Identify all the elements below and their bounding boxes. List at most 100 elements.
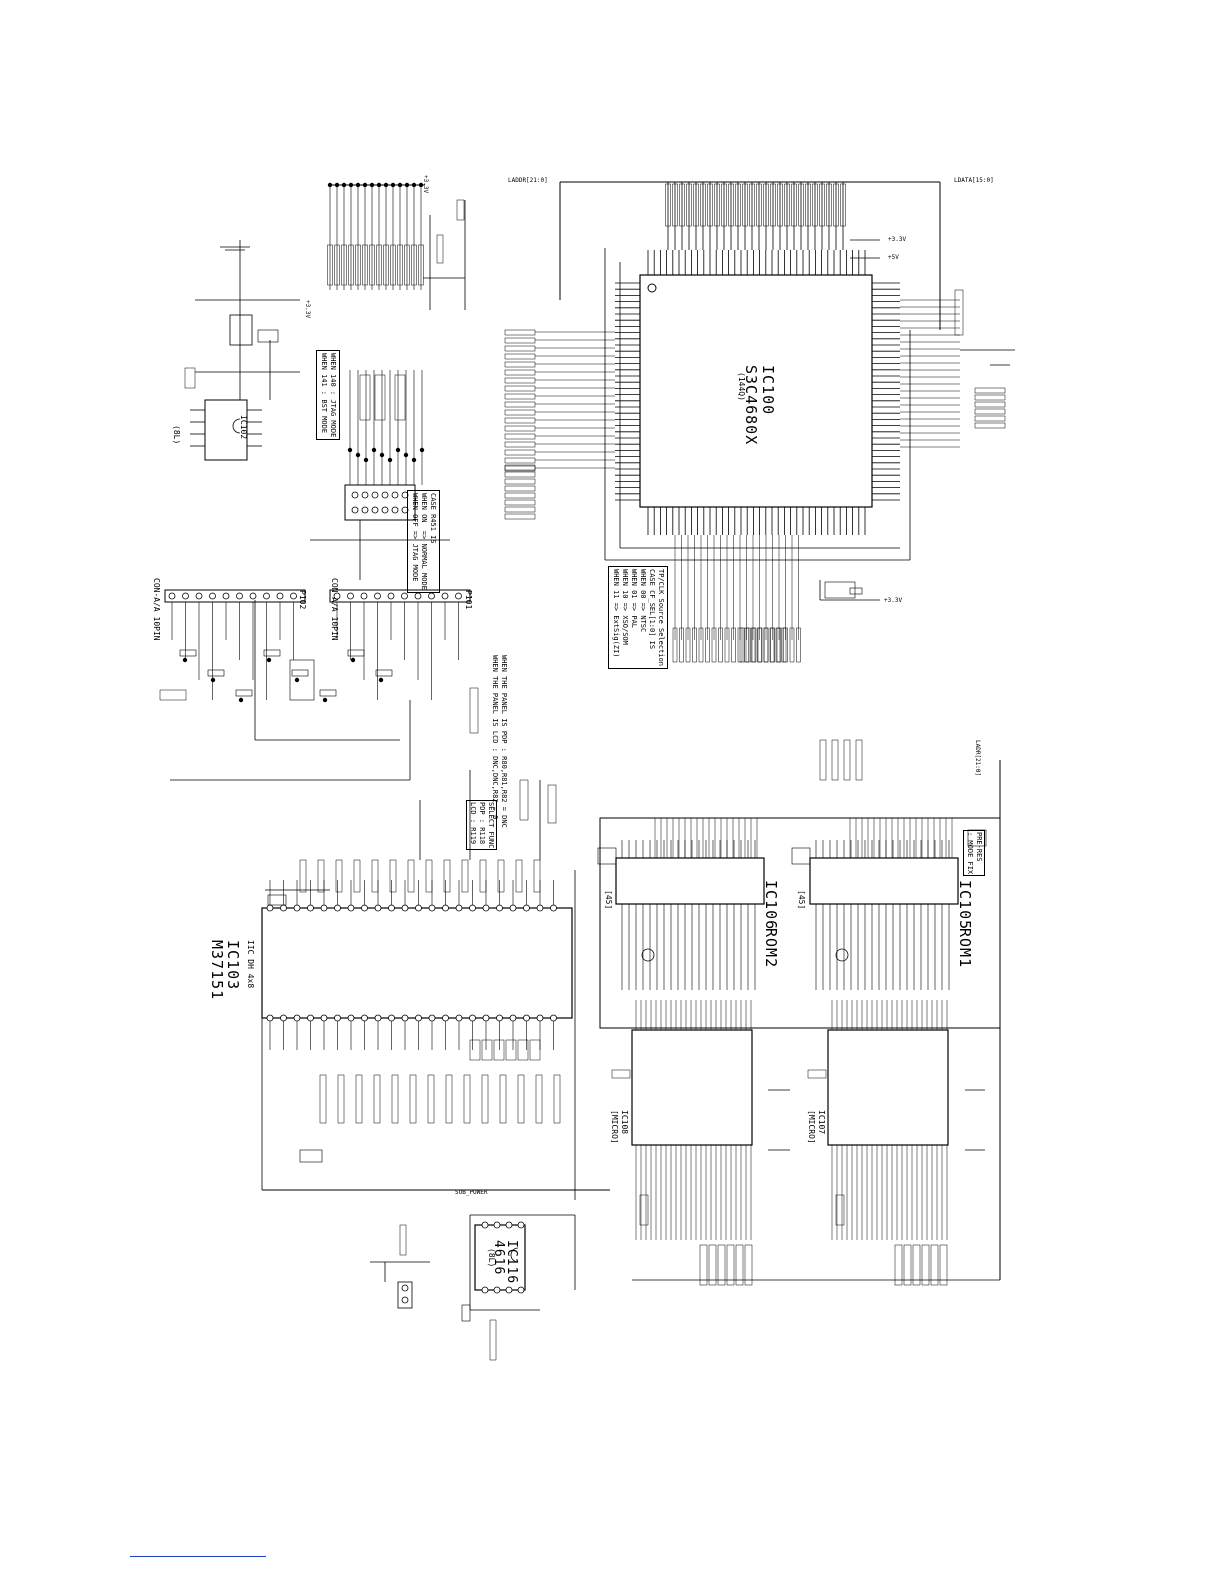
ic103-pin-top: [401, 904, 409, 912]
ic103-resistor-array: [529, 1039, 541, 1061]
ic103-note-label: IIC DH 4x8: [246, 940, 255, 989]
ic103-top-net-tag: [461, 859, 469, 893]
ic100-bottom-net-tag: [775, 627, 781, 663]
ic100-left-net-tag: [504, 369, 536, 376]
ic100-top-net-tag: [679, 183, 685, 227]
jtag-junction: [355, 452, 361, 458]
p102-body: [164, 589, 306, 603]
ic103-reset-box: [299, 1149, 323, 1163]
ic103-pin-top: [293, 904, 301, 912]
ic107-ref-label: IC107: [817, 1110, 826, 1135]
ic100-body: [639, 274, 873, 508]
ic103-top-net-tag: [425, 859, 433, 893]
ic100-bottom-net-tag: [789, 627, 795, 663]
ic100-right-output-tag: [974, 394, 1006, 401]
ic103-pin-top: [496, 904, 503, 912]
ic100-package-label: (144Q): [737, 372, 746, 401]
ic103-pin-top: [415, 904, 422, 912]
ic100-top-net-tag: [805, 183, 811, 227]
ic107-net-tag: [903, 1244, 912, 1286]
ic108-net-tag: [708, 1244, 717, 1286]
ic102-cap: [257, 329, 279, 343]
ic116-pin: [493, 1286, 501, 1294]
ic100-left-net-tag: [504, 449, 536, 456]
ic103-pin-top: [374, 904, 382, 912]
ic100-top-net-tag: [756, 183, 762, 227]
jtag-tag: [456, 199, 465, 221]
connector-junction: [350, 657, 356, 663]
connector-junction: [294, 677, 300, 683]
ic103-top-net-tag: [299, 859, 307, 893]
jtag-header-pin: [361, 506, 369, 514]
ic100-top-net-tag: [798, 183, 804, 227]
p102-pin: [222, 592, 230, 600]
ic100-bottom-net-tag: [705, 627, 710, 663]
pullup-net-tag: [362, 244, 368, 286]
ic116-pin: [493, 1221, 501, 1229]
ic100-top-net-tag: [693, 183, 699, 227]
ic102-notch: [232, 418, 241, 434]
ic103-pin-bottom: [523, 1014, 530, 1022]
jtag-header-pin: [371, 506, 379, 514]
p102-pin: [263, 592, 270, 600]
ic103-bottom-net-tag: [553, 1074, 561, 1124]
p101-pin: [455, 592, 462, 600]
ic100-bottom-net-tag: [757, 627, 763, 663]
footer-rule: [130, 1556, 266, 1557]
ic116-notch: [510, 1247, 519, 1263]
ic103-bottom-net-tag: [499, 1074, 507, 1124]
ic100-left-net-tag: [504, 345, 536, 352]
pullup-net-tag: [327, 244, 333, 286]
ic100-left-net-tag: [504, 478, 536, 485]
jtag-junction: [371, 447, 377, 453]
ic106-ref-label: IC106: [762, 880, 780, 931]
ic105-part-label: ROM1: [956, 928, 974, 969]
clock-resistor: [849, 587, 863, 595]
ic100-left-net-tag: [504, 471, 536, 478]
ic103-pin-bottom: [428, 1014, 436, 1022]
laddr-bus-label: LADDR[21:0]: [508, 177, 548, 184]
ic100-top-net-tag: [777, 183, 783, 227]
pullup-net-tag: [411, 244, 417, 286]
ic103-sel-tag: [519, 779, 529, 821]
ic100-top-net-tag: [770, 183, 776, 227]
jtag-header-pin: [381, 491, 389, 499]
ic102-body: [204, 399, 248, 461]
jtag-header-pin: [381, 506, 389, 514]
ic103-resistor-array: [469, 1039, 481, 1061]
ic100-top-net-tag: [833, 183, 839, 227]
ic107-net-tag: [930, 1244, 939, 1286]
jtag-junction: [395, 447, 401, 453]
aux-pin: [401, 1284, 409, 1292]
ic103-ref-label: IC103: [224, 940, 242, 991]
ic116-pin: [481, 1221, 489, 1229]
ic100-left-net-tag: [504, 513, 536, 520]
ic102-package-label: (8L): [172, 425, 181, 445]
pullup-net-tag: [376, 244, 382, 286]
p101-name-label: CON-A/A 10PIN: [330, 578, 339, 641]
ic100-top-net-tag: [714, 183, 720, 227]
ic100-bottom-net-tag: [745, 627, 751, 663]
ic102-regulator: [229, 314, 253, 346]
rail-33v-label-d: +3.3V: [884, 597, 903, 604]
p102-name-label: CON-A/A 10PIN: [152, 578, 161, 641]
ic103-resistor-array: [493, 1039, 505, 1061]
jtag-header-pin: [391, 491, 399, 499]
ic103-pin-bottom: [496, 1014, 503, 1022]
p102-pin: [276, 592, 284, 600]
clock-crystal-box: [824, 581, 856, 599]
ic103-pin-top: [550, 904, 557, 912]
ic103-top-net-tag: [533, 859, 541, 893]
ic100-top-net-tag: [749, 183, 755, 227]
ic100-bottom-net-tag: [672, 627, 678, 663]
ic100-top-net-tag: [665, 183, 671, 227]
ic100-top-net-tag: [763, 183, 769, 227]
ic103-pin-bottom: [293, 1014, 301, 1022]
jtag-header-pin: [401, 506, 409, 514]
ic103-top-net-tag: [515, 859, 523, 893]
ic103-pin-bottom: [550, 1014, 557, 1022]
clock-source-note: TP/CLK Source Selection CASE CF_SEL[1:0]…: [608, 566, 668, 669]
jtag-junction: [403, 452, 409, 458]
aux-pin: [401, 1296, 409, 1304]
ic116-package-label: (8L): [487, 1248, 496, 1268]
